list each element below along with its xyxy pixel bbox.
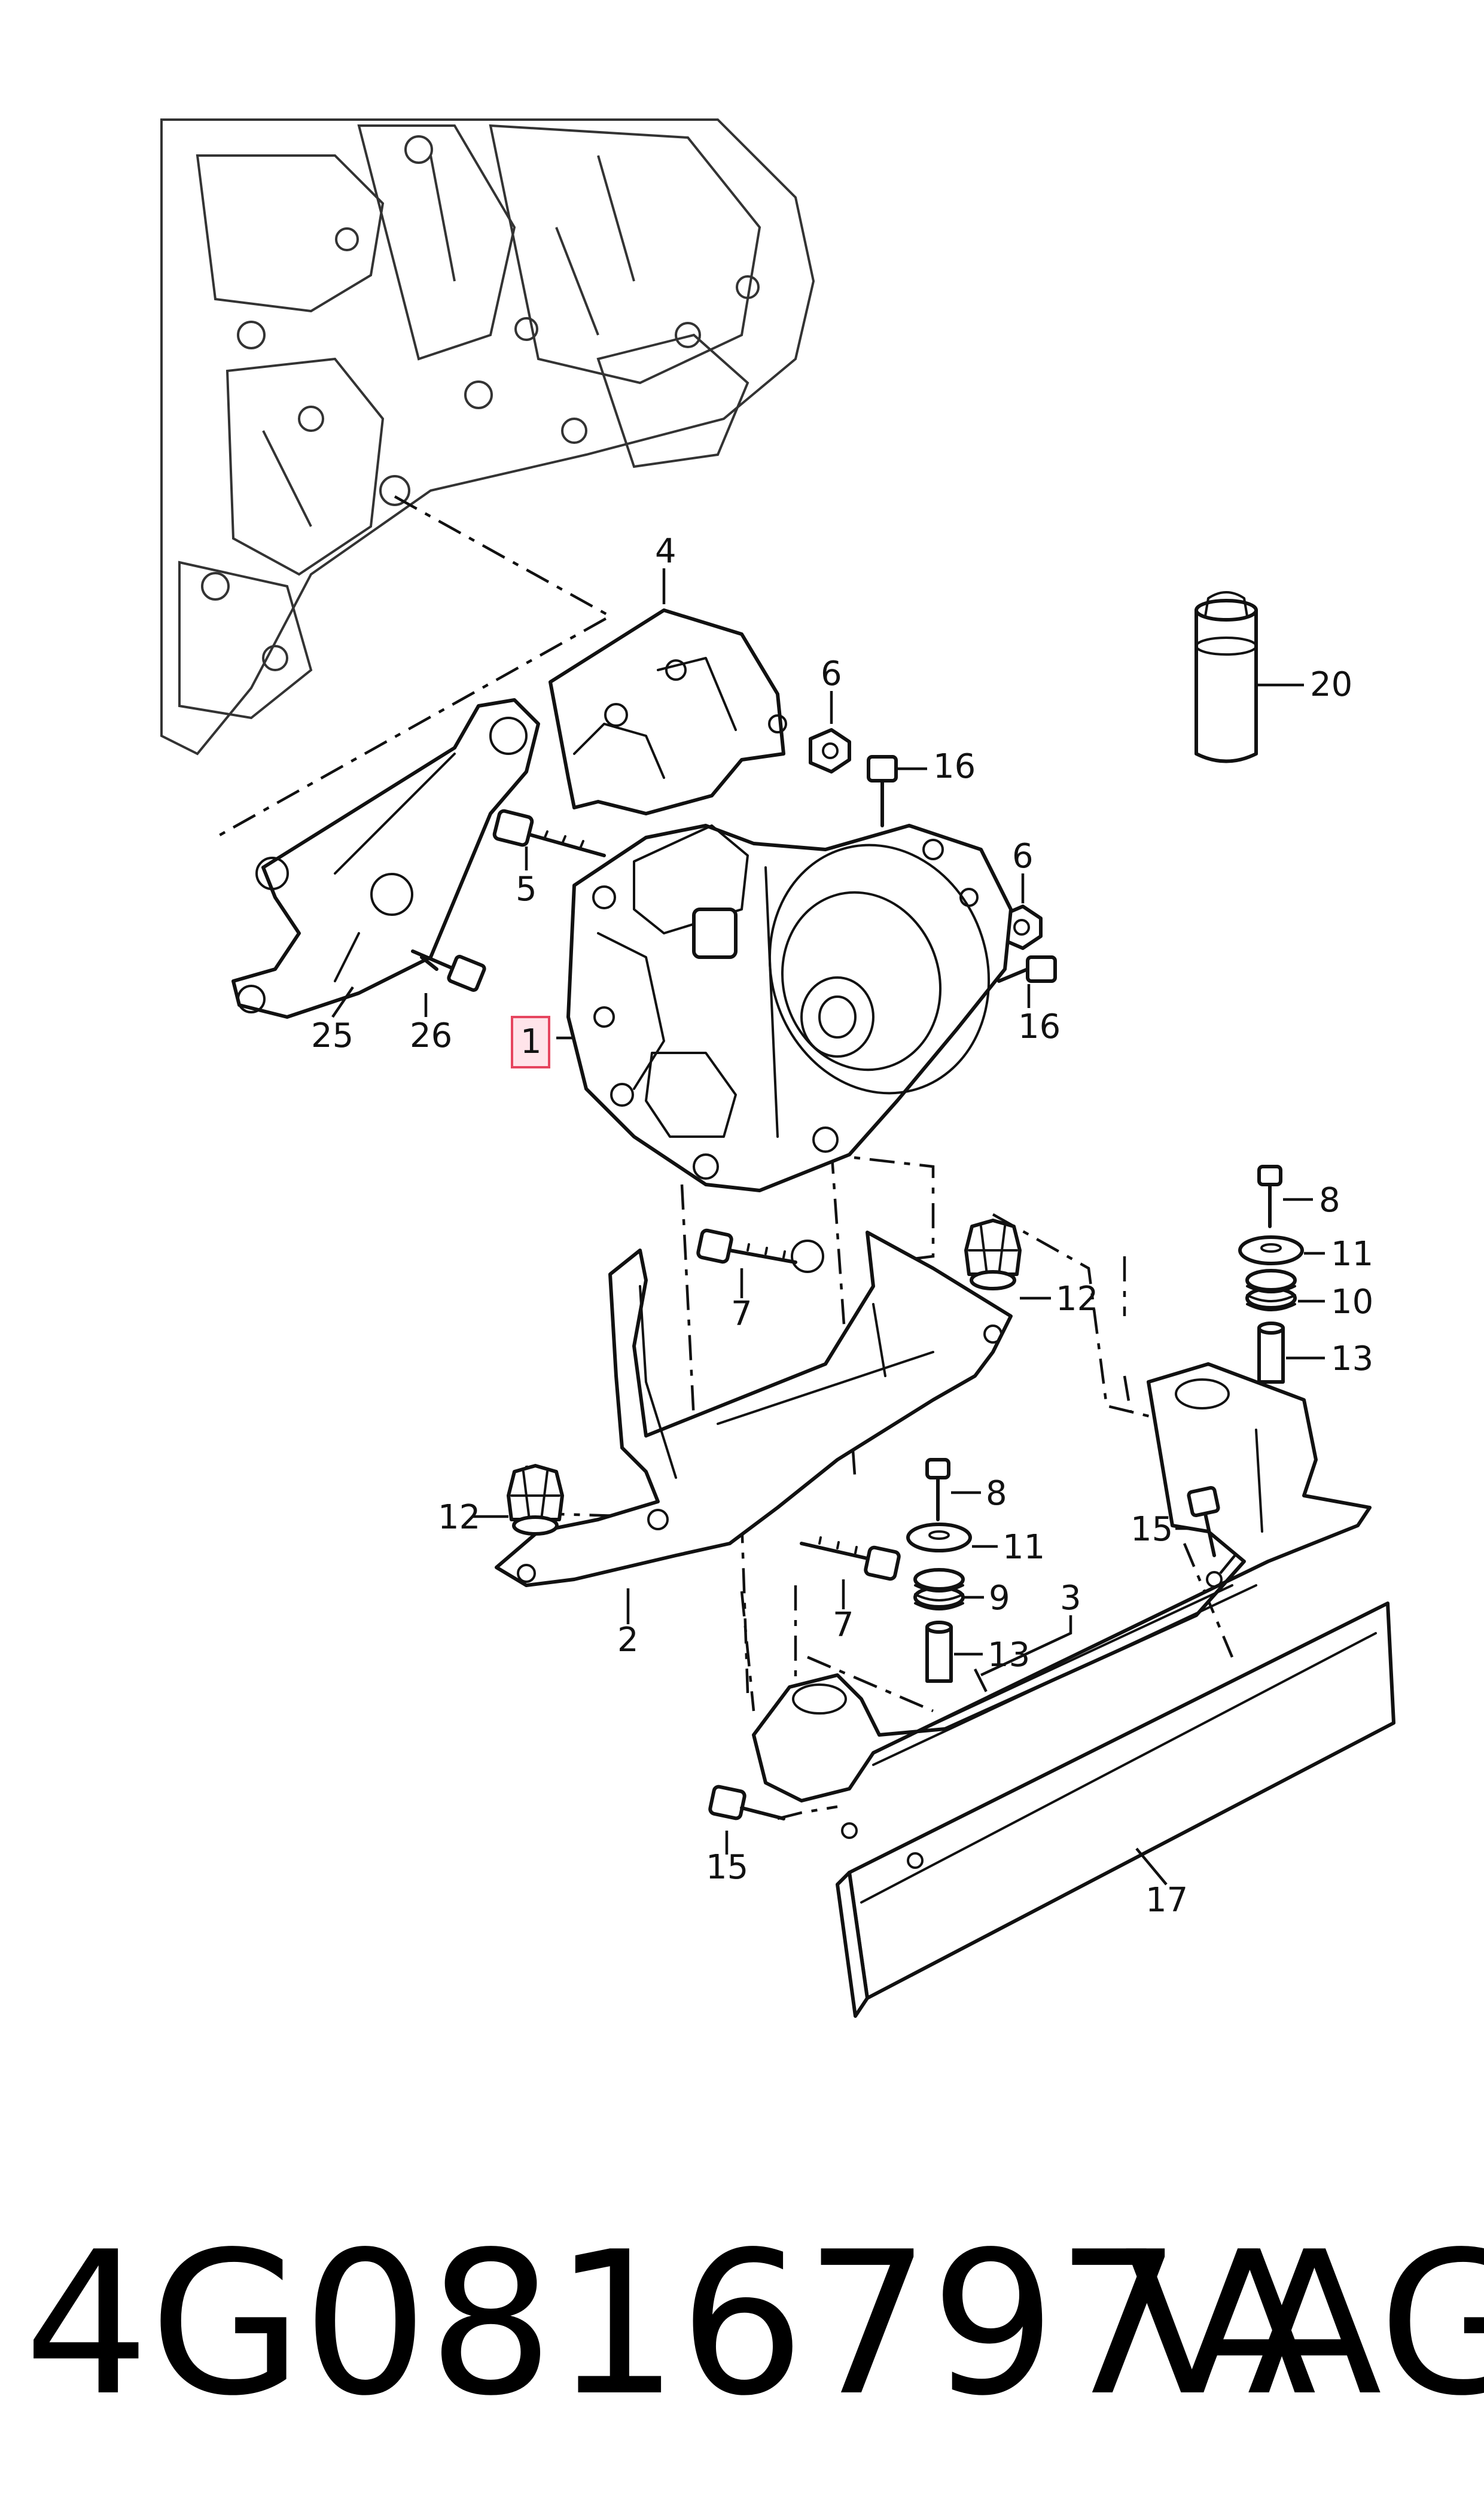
part-7-bolt-upper — [696, 1228, 797, 1264]
part-4-heat-shield — [548, 608, 787, 815]
engine-block — [160, 118, 815, 756]
part-8-bolt-mid — [925, 1458, 950, 1521]
callout-10: 10 — [1331, 1283, 1373, 1322]
callout-13: 13 — [1331, 1339, 1373, 1378]
part-11-washer-right — [1238, 1235, 1304, 1265]
part-17-cover — [836, 1601, 1395, 2018]
part-13-sleeve-mid — [925, 1621, 953, 1683]
part-26-bolt — [411, 949, 486, 992]
callout-17: 17 — [1145, 1881, 1188, 1920]
part-7-bolt-lower — [800, 1536, 901, 1581]
callout-2: 2 — [617, 1621, 639, 1660]
callout-15: 15 — [706, 1848, 748, 1887]
part-6-nut-upper — [809, 728, 851, 774]
part-15-bolt-lower — [708, 1785, 785, 1820]
part-12-mount-lower — [507, 1464, 564, 1536]
callout-4: 4 — [655, 532, 677, 571]
part-11-washer-mid — [906, 1523, 972, 1552]
part-8-bolt-right — [1257, 1165, 1282, 1228]
callout-7: 7 — [731, 1295, 752, 1333]
callout-15: 15 — [1130, 1510, 1173, 1549]
part-number: 4G0816797A — [24, 2209, 1317, 2439]
part-10-spring-right — [1245, 1269, 1297, 1311]
callout-13: 13 — [988, 1636, 1030, 1674]
leader-lines — [331, 568, 1325, 1886]
part-3-carrier — [752, 1362, 1372, 1839]
callout-16: 16 — [933, 747, 976, 786]
part-15-bolt-right — [1187, 1485, 1220, 1557]
callout-7: 7 — [833, 1606, 854, 1645]
callout-25: 25 — [311, 1016, 354, 1055]
callout-labels: 1 4 6 16 6 16 5 20 25 26 8 11 10 13 12 7… — [311, 532, 1373, 1920]
part-20-oil-bottle — [1194, 591, 1258, 763]
part-13-sleeve-right — [1257, 1322, 1285, 1384]
callout-6: 6 — [1012, 837, 1034, 876]
part-16-bolt-right — [997, 955, 1057, 983]
callout-8: 8 — [986, 1474, 1007, 1513]
highlight-box — [511, 1016, 550, 1068]
part-16-bolt-upper — [867, 755, 898, 827]
callout-9: 9 — [989, 1579, 1010, 1618]
brand-name: VAG — [1125, 2209, 1484, 2439]
callout-16: 16 — [1018, 1007, 1061, 1046]
part-1-ac-compressor — [566, 824, 1013, 1192]
callout-3: 3 — [1060, 1579, 1081, 1618]
part-2-bracket — [495, 1231, 1013, 1587]
callout-5: 5 — [516, 870, 537, 909]
callout-8: 8 — [1319, 1181, 1340, 1220]
callout-26: 26 — [410, 1016, 452, 1055]
callout-11: 11 — [1331, 1235, 1373, 1274]
callout-11: 11 — [1002, 1528, 1045, 1567]
part-25-bracket — [231, 698, 540, 1019]
part-5-bolt — [492, 809, 606, 857]
callout-12: 12 — [438, 1498, 480, 1537]
part-12-mount-upper — [964, 1219, 1022, 1290]
callout-20: 20 — [1310, 665, 1352, 704]
callout-12: 12 — [1056, 1280, 1098, 1319]
part-9-spring-mid — [913, 1568, 965, 1610]
callout-1: 1 — [520, 1022, 542, 1061]
callout-6: 6 — [821, 654, 842, 693]
